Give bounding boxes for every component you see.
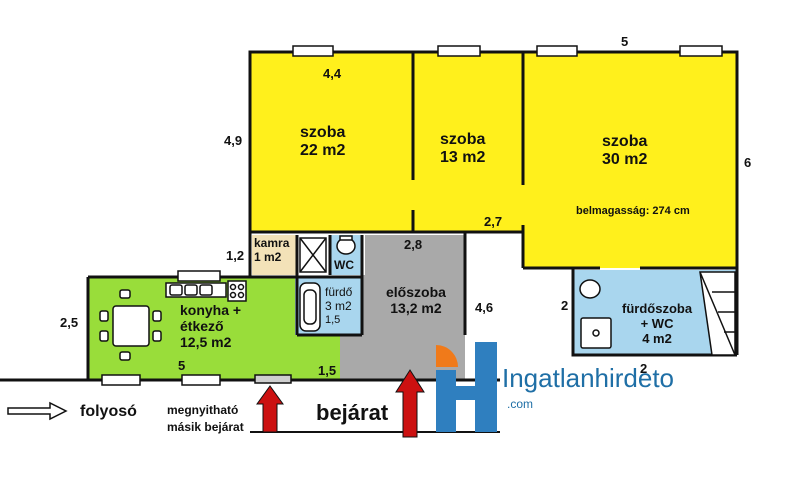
room-kamra-label: kamra 1 m2 — [254, 236, 290, 265]
room-szoba-1-label: szoba 22 m2 — [300, 124, 345, 161]
dim-4-4: 4,4 — [323, 66, 342, 81]
room-eloszoba-fill — [362, 235, 465, 380]
dim-6: 6 — [744, 155, 752, 170]
wc-fixtures — [299, 235, 356, 332]
watermark-logo-icon — [436, 342, 497, 432]
room-szoba-1-area: 22 m2 — [300, 142, 346, 160]
dim-1-5: 1,5 — [318, 363, 337, 378]
dim-1-2: 1,2 — [226, 248, 245, 263]
dim-2-bottom: 2 — [640, 361, 648, 376]
room-kamra-area: 1 m2 — [254, 249, 282, 264]
room-furdoszoba-line2: + WC — [640, 315, 674, 331]
dim-4-9: 4,9 — [224, 133, 243, 148]
room-furdo-area: 3 m2 — [325, 298, 352, 313]
room-szoba-2-label: szoba 13 m2 — [440, 131, 485, 168]
room-szoba-3-fill — [523, 53, 737, 268]
room-konyha-line2: étkező — [180, 318, 224, 335]
room-konyha-label: konyha + étkező 12,5 m2 — [180, 302, 241, 350]
watermark-brand: Ingatlanhirdeto — [502, 363, 675, 393]
room-furdoszoba-area: 4 m2 — [642, 330, 672, 346]
room-furdo-name: fürdő — [325, 285, 353, 299]
dim-5-bottom: 5 — [178, 358, 186, 373]
furdoszoba-fixtures — [579, 271, 736, 356]
other-entrance-line2: másik bejárat — [167, 420, 244, 435]
room-szoba-1-name: szoba — [300, 124, 346, 141]
room-szoba-3-area: 30 m2 — [602, 151, 648, 169]
dim-2-8: 2,8 — [404, 237, 423, 252]
room-eloszoba-label: előszoba 13,2 m2 — [386, 284, 446, 316]
room-konyha-fill-ext — [295, 335, 340, 380]
room-szoba-2-fill — [413, 53, 523, 233]
kitchen-furniture — [99, 280, 247, 361]
other-entrance-label: megnyitható másik bejárat — [167, 402, 244, 437]
ceiling-height-note: belmagasság: 274 cm — [576, 205, 690, 217]
entrance-arrows — [256, 369, 425, 438]
room-kamra-name: kamra — [254, 236, 290, 250]
corridor-label: folyosó — [80, 403, 137, 420]
room-furdo-label: fürdő 3 m2 1,5 — [325, 285, 353, 326]
room-konyha-line1: konyha + — [180, 302, 242, 318]
room-konyha-area: 12,5 m2 — [180, 334, 232, 351]
dim-5-top: 5 — [621, 34, 629, 49]
room-furdoszoba-label: fürdőszoba + WC 4 m2 — [622, 301, 693, 347]
room-furdo-width: 1,5 — [325, 313, 341, 326]
room-eloszoba-area: 13,2 m2 — [390, 300, 442, 317]
dim-2-5: 2,5 — [60, 315, 79, 330]
dim-2-left: 2 — [561, 298, 569, 313]
dim-4-6: 4,6 — [475, 300, 494, 315]
room-szoba-2-area: 13 m2 — [440, 149, 486, 167]
door-openings — [410, 180, 526, 225]
room-szoba-3-label: szoba 30 m2 — [602, 133, 647, 170]
room-kamra-fill — [252, 235, 297, 275]
room-wc-label: WC — [334, 258, 354, 272]
other-entrance-line1: megnyitható — [167, 403, 239, 417]
windows — [101, 45, 723, 386]
room-szoba-2-name: szoba — [440, 131, 486, 148]
room-szoba-3-name: szoba — [602, 133, 648, 150]
corridor-arrow — [7, 401, 68, 421]
entrance-label: bejárat — [316, 400, 389, 425]
room-eloszoba-name: előszoba — [386, 284, 446, 300]
watermark-domain: .com — [507, 397, 534, 411]
room-szoba-1-fill — [250, 53, 413, 233]
dim-2-7: 2,7 — [484, 214, 503, 229]
room-furdoszoba-line1: fürdőszoba — [622, 301, 693, 316]
